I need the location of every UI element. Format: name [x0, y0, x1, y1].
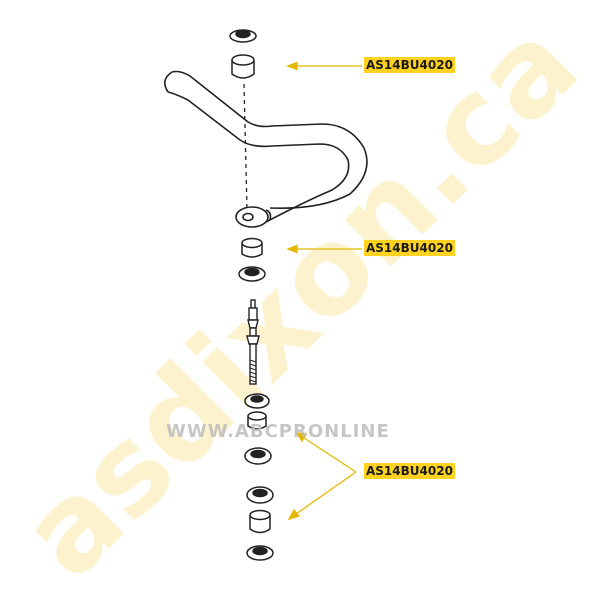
alignment-line: [243, 83, 248, 211]
lower-washer-3: [246, 486, 274, 504]
top-washer: [229, 29, 257, 43]
sway-bar: [164, 70, 368, 228]
middle-bushing: [241, 237, 263, 258]
lower-washer-2: [244, 447, 272, 465]
sway-bar-eye-join: [265, 209, 272, 221]
middle-washer: [238, 266, 266, 282]
lower-bushing-1: [247, 411, 267, 430]
sway-bar-eye-hole: [242, 212, 254, 222]
sway-bar-upper-edge: [171, 70, 368, 210]
link-bolt: [246, 299, 260, 385]
arrow-bottom-b: [295, 471, 357, 515]
part-number-label-bottom[interactable]: AS14BU4020: [364, 463, 455, 479]
part-number-label-middle[interactable]: AS14BU4020: [364, 240, 455, 256]
sway-bar-lower-edge: [167, 91, 350, 223]
part-number-label-top[interactable]: AS14BU4020: [364, 57, 455, 73]
sway-bar-eye: [235, 206, 269, 228]
arrow-bottom-a: [303, 437, 357, 473]
sway-bar-cut-end: [164, 71, 173, 93]
callout-arrows: [286, 61, 362, 521]
top-bushing: [231, 54, 255, 79]
lower-washer-1: [244, 393, 270, 409]
bottom-washer: [246, 545, 274, 561]
url-watermark: WWW.ABCPRONLINE: [166, 421, 390, 442]
lower-bushing-2: [249, 509, 271, 534]
bolt-threads: [249, 359, 257, 383]
